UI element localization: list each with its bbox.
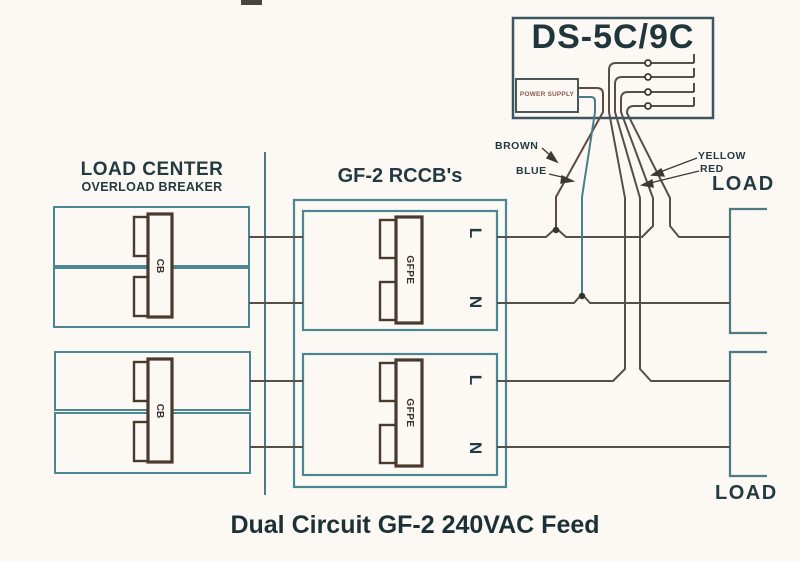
ds-controller-title: DS-5C/9C [531, 18, 695, 56]
diagram-caption: Dual Circuit GF-2 240VAC Feed [230, 511, 600, 539]
load-terminals [728, 207, 767, 478]
wire-label-pointers [541, 147, 700, 188]
load-label-top: LOAD [712, 173, 775, 195]
neutral-terminal-1: N [465, 295, 485, 309]
power-supply-label: POWER SUPPLY [519, 91, 575, 99]
line-terminal-2: L [465, 374, 485, 386]
cb-toggle-label-1: CB [154, 258, 166, 274]
ds-controller-box [511, 16, 715, 120]
ds-contact-terminals [644, 54, 695, 110]
cb-toggle-label-2: CB [154, 403, 166, 419]
top-edge-artifact [241, 0, 262, 5]
gfpe-toggle-label-2: GFPE [404, 398, 416, 428]
red-wire-label: RED [700, 163, 724, 175]
load-label-bottom: LOAD [715, 482, 778, 504]
load-center-title: LOAD CENTER [80, 159, 224, 180]
gfpe-toggle-label-1: GFPE [404, 255, 416, 285]
blue-wire [578, 96, 596, 294]
breaker-to-rccb-wires [249, 236, 303, 448]
brown-junction-dot [552, 226, 560, 234]
yellow-wire-label: YELLOW [698, 150, 746, 162]
rccb-boxes [292, 198, 508, 489]
brown-wire [555, 87, 604, 228]
overload-breaker-subtitle: OVERLOAD BREAKER [81, 180, 223, 194]
neutral-terminal-2: N [465, 441, 485, 455]
cb-toggles [132, 212, 174, 464]
blue-junction-dot [578, 292, 586, 300]
rccb-title: GF-2 RCCB's [337, 165, 463, 187]
brown-wire-label: BROWN [495, 140, 539, 152]
circuit-wires [497, 62, 730, 448]
gfpe-toggles [378, 215, 424, 468]
power-supply-box [515, 78, 579, 113]
blue-wire-label: BLUE [516, 165, 547, 177]
line-terminal-1: L [465, 227, 485, 239]
